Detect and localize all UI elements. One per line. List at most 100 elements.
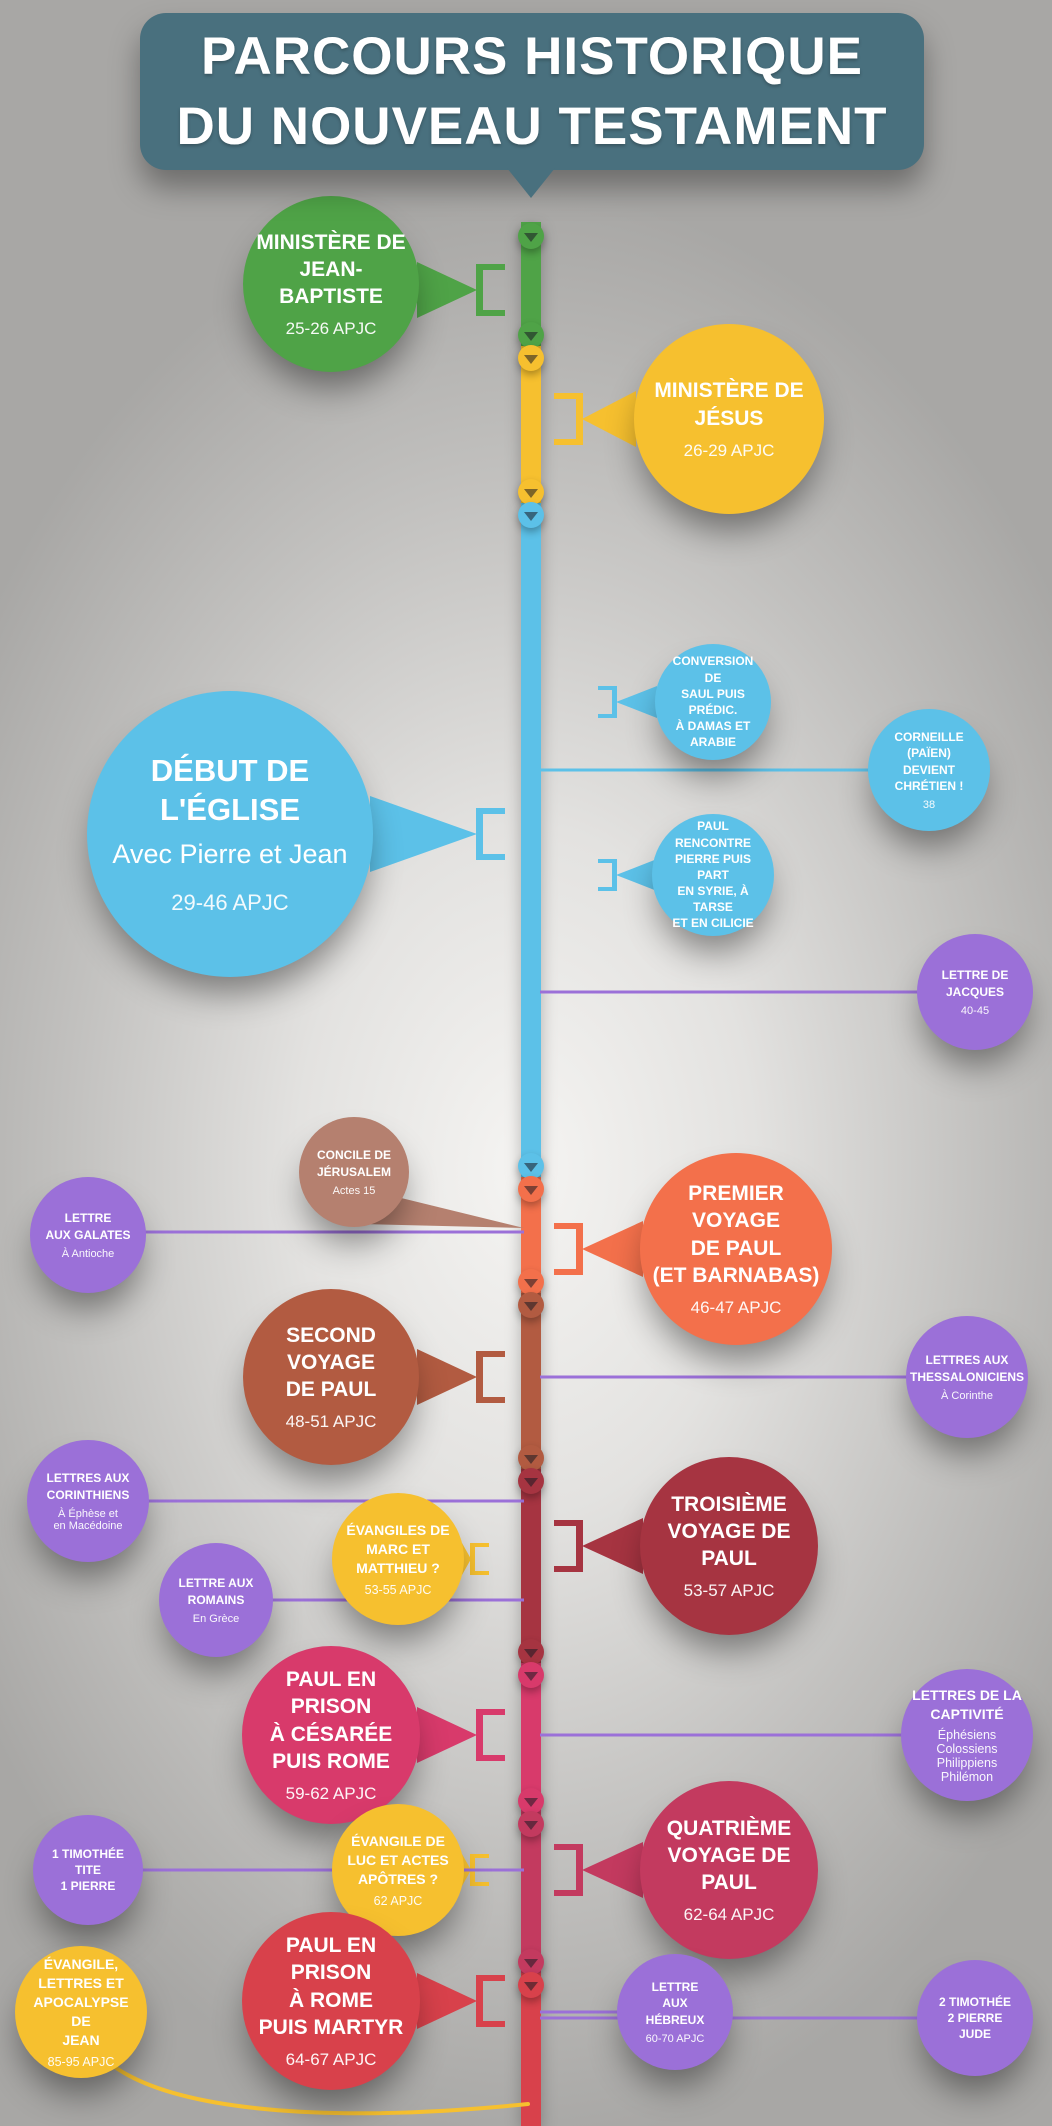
connector-debut-eglise-prong-top (483, 808, 505, 814)
title-line-2: DU NOUVEAU TESTAMENT (176, 96, 888, 156)
bubble-sub: 29-46 APJC (171, 890, 289, 916)
bubble-sub: 53-55 APJC (364, 1582, 432, 1597)
bubble-sub: 53-57 APJC (683, 1581, 775, 1601)
connector-premier-voyage-bar (576, 1223, 583, 1275)
bubble-sub: 38 (922, 798, 936, 811)
bubble-sub: 60-70 APJC (645, 2032, 705, 2045)
bubble-sub: À Antioche (61, 1247, 115, 1260)
timeline-arrow-marker (518, 502, 544, 528)
connector-quatrieme-voyage-prong-bottom (554, 1890, 576, 1896)
timeline-segment-prison-rome (521, 1973, 541, 2126)
title-line-1: PARCOURS HISTORIQUE (201, 26, 863, 86)
title-banner-pointer (507, 168, 555, 198)
connector-quatrieme-voyage-prong-top (554, 1844, 576, 1850)
timeline-arrow-marker (518, 223, 544, 249)
connector-paul-rencontre-pierre-prong-bottom (598, 887, 612, 891)
connector-ecrits-jean-curve (106, 2060, 530, 2116)
connector-conversion-saul-prong-top (598, 686, 612, 690)
bubble-sub: 62-64 APJC (683, 1905, 775, 1925)
connector-prison-cesaree-bar (476, 1709, 483, 1761)
timeline-arrow-marker (518, 1468, 544, 1494)
connector-debut-eglise-tail (370, 796, 477, 872)
connector-prison-rome-prong-bottom (483, 2021, 505, 2027)
connector-evangiles-marc-matthieu-bar (470, 1543, 475, 1575)
timeline-arrow-marker (518, 1153, 544, 1179)
bubble-sub: 46-47 APJC (690, 1298, 782, 1318)
bubble-sub: Actes 15 (332, 1184, 376, 1197)
connector-jean-baptiste-bar (476, 264, 483, 316)
connector-conversion-saul-bar (612, 686, 617, 718)
connector-thessaloniciens (540, 1375, 908, 1379)
timeline-arrow-marker (518, 479, 544, 505)
timeline-arrow-marker (518, 345, 544, 371)
bubble-title: CORNEILLE (PAÏEN)DEVIENT CHRÉTIEN ! (894, 730, 964, 793)
connector-corneille (540, 768, 872, 772)
timeline-segment-quatrieme-voyage (521, 1812, 541, 1973)
bubble-subtitle: Avec Pierre et Jean (112, 839, 348, 870)
connector-prison-rome-bar (476, 1975, 483, 2027)
connector-second-voyage-tail (417, 1349, 477, 1405)
connector-evangiles-marc-matthieu-tail (462, 1543, 471, 1575)
bubble-sub: 62 APJC (373, 1893, 423, 1908)
bubble-sub: 85-95 APJC (47, 2054, 115, 2069)
connector-premier-voyage-prong-top (554, 1223, 576, 1229)
connector-quatrieme-voyage-tail (582, 1842, 643, 1898)
connector-galates (144, 1230, 524, 1234)
timeline-segment-jesus (521, 346, 541, 503)
connector-jesus-bar (576, 393, 583, 445)
connector-prison-rome-tail (417, 1973, 477, 2029)
connector-troisieme-voyage-tail (582, 1518, 643, 1574)
timeline-segment-premier-voyage (521, 1177, 541, 1293)
timeline-arrow-marker (518, 1292, 544, 1318)
connector-evangile-luc-actes-prong-bottom (475, 1882, 489, 1886)
connector-paul-rencontre-pierre-prong-top (598, 859, 612, 863)
bubble-title: DÉBUT DE L'ÉGLISE (150, 752, 310, 827)
connector-quatrieme-voyage-bar (576, 1844, 583, 1896)
connector-concile-jerusalem-tail (360, 1196, 524, 1228)
bubble-sub: 48-51 APJC (285, 1412, 377, 1432)
connector-jesus-tail (582, 391, 636, 447)
bubble-sub: 26-29 APJC (683, 440, 775, 460)
connector-debut-eglise-prong-bottom (483, 854, 505, 860)
connector-troisieme-voyage-prong-bottom (554, 1566, 576, 1572)
timeline-arrow-marker (518, 322, 544, 348)
connector-paul-rencontre-pierre-tail (616, 859, 657, 891)
connector-troisieme-voyage-prong-top (554, 1520, 576, 1526)
connector-evangiles-marc-matthieu-prong-bottom (475, 1571, 489, 1575)
connector-conversion-saul-tail (616, 686, 657, 718)
connector-evangile-luc-actes-prong-top (475, 1854, 489, 1858)
timeline-segment-debut-eglise (521, 503, 541, 1177)
timeline-arrow-marker (518, 1662, 544, 1688)
connector-jean-baptiste-prong-bottom (483, 310, 505, 316)
connector-jacques (540, 990, 920, 994)
